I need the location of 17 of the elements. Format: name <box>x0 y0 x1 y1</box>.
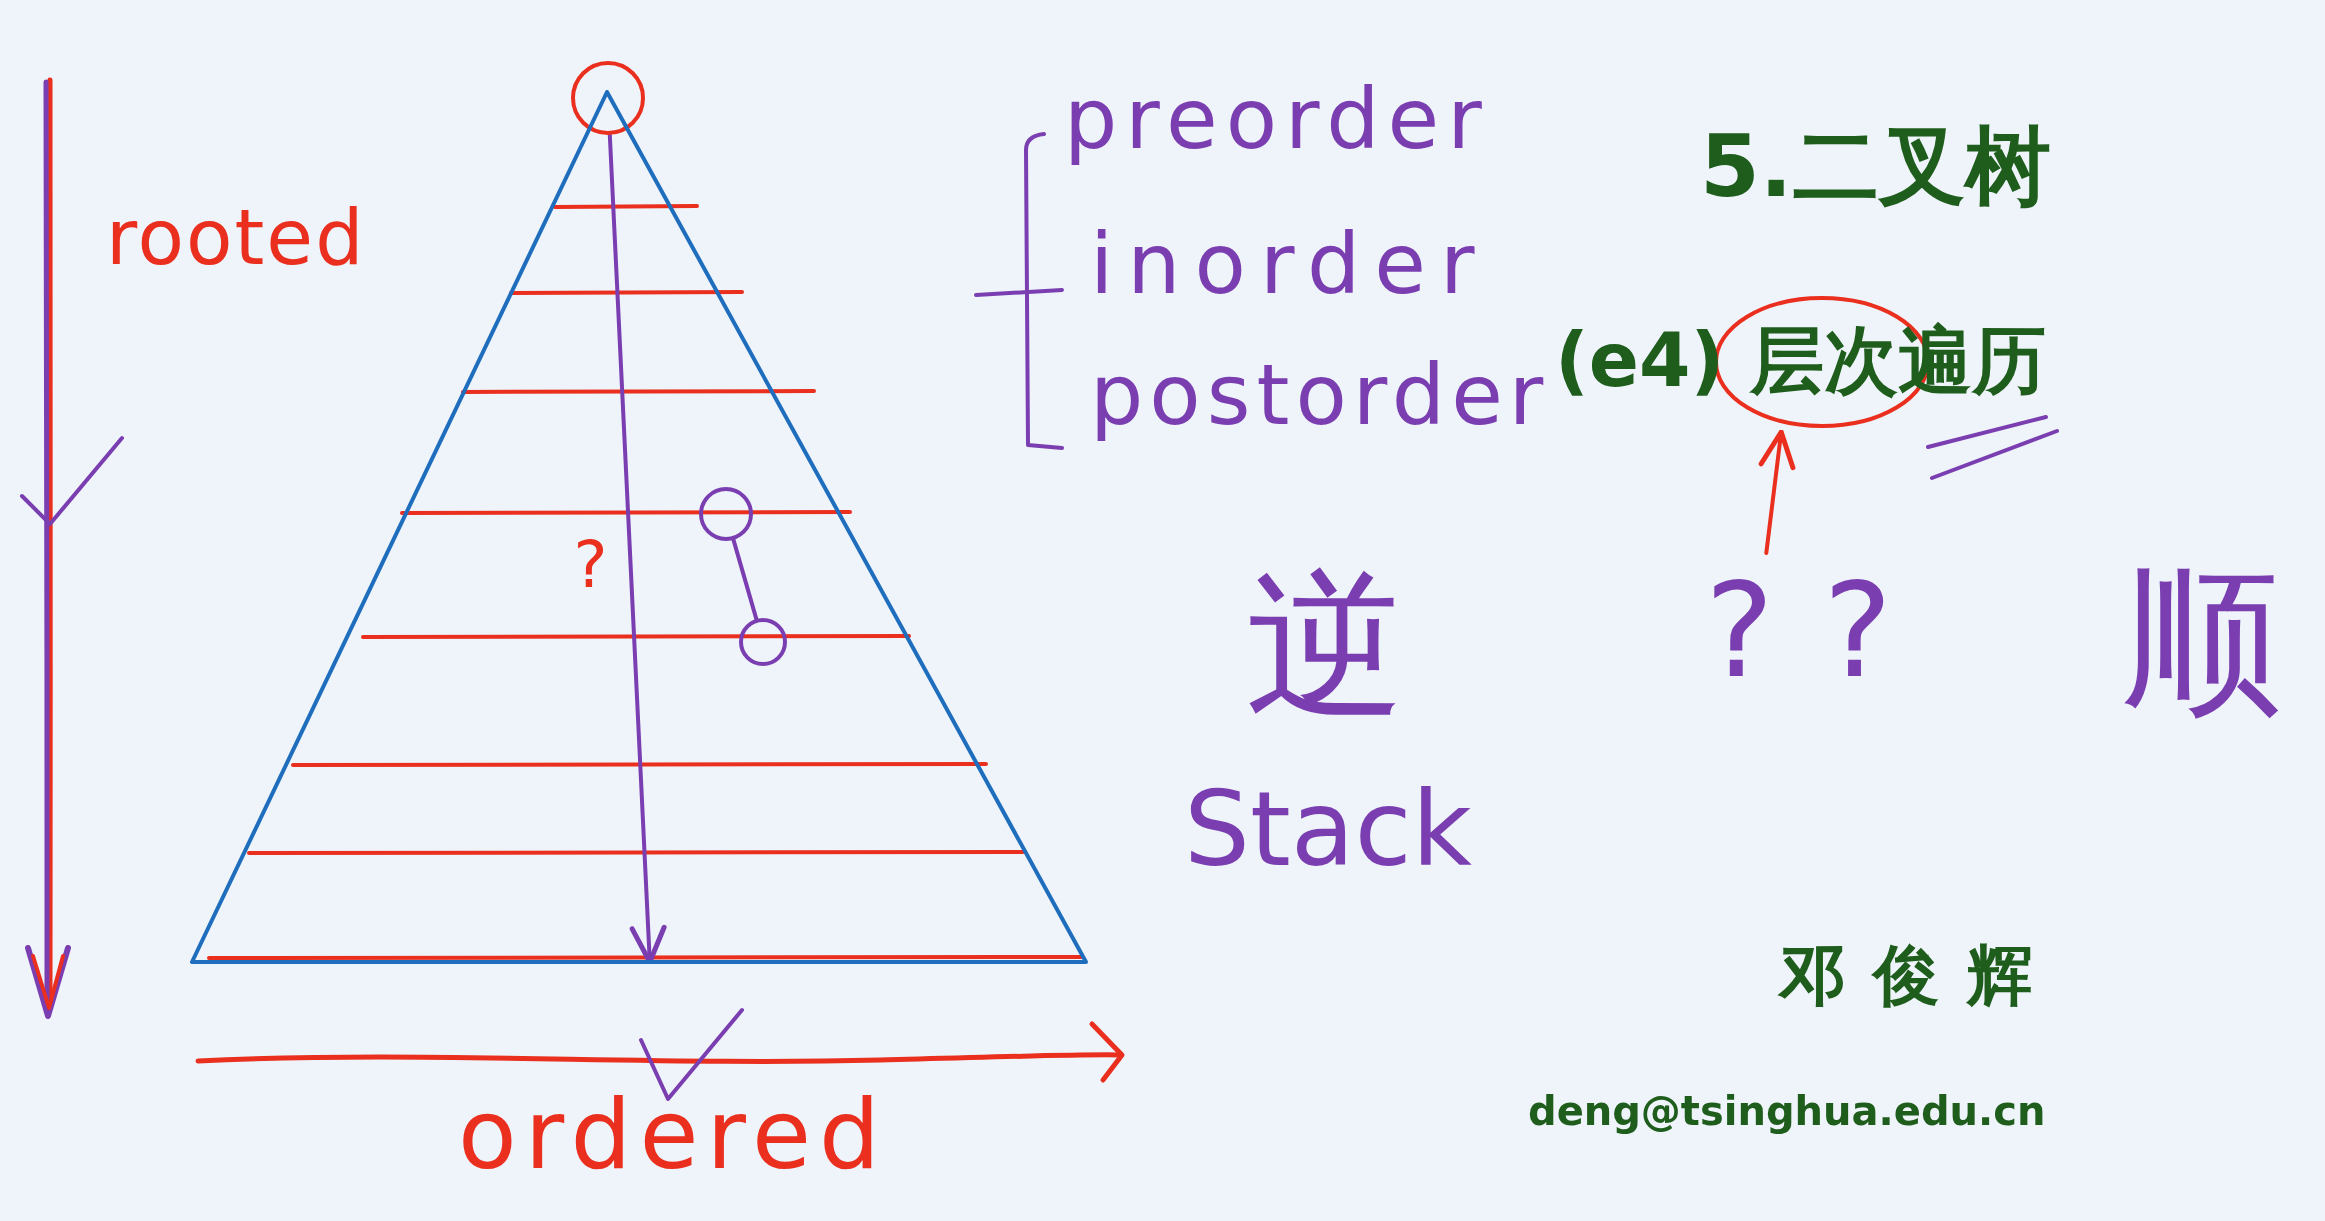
annotation-label: ordered <box>458 1078 888 1193</box>
question-marks: ? ? <box>1705 553 1897 709</box>
connector-line <box>731 537 759 621</box>
annotation-label: Stack <box>1184 767 1472 892</box>
annotation-label: 顺 <box>2122 546 2282 736</box>
email-address: deng@tsinghua.edu.cn <box>1528 1087 2046 1135</box>
traversal-label: postorder <box>1090 345 1550 446</box>
annotation-label: 逆 <box>1245 551 1405 741</box>
slide-title: 5.二叉树 <box>1700 115 2051 218</box>
root-circle <box>571 61 645 135</box>
traversal-label: inorder <box>1090 214 1489 315</box>
tree-node-circle <box>699 487 753 541</box>
author-name: 邓俊辉 <box>1779 936 2061 1016</box>
traversal-label: preorder <box>1064 69 1490 170</box>
tree-node-circle <box>739 618 787 666</box>
annotation-label: rooted <box>106 192 366 284</box>
arrow <box>1758 429 1796 555</box>
